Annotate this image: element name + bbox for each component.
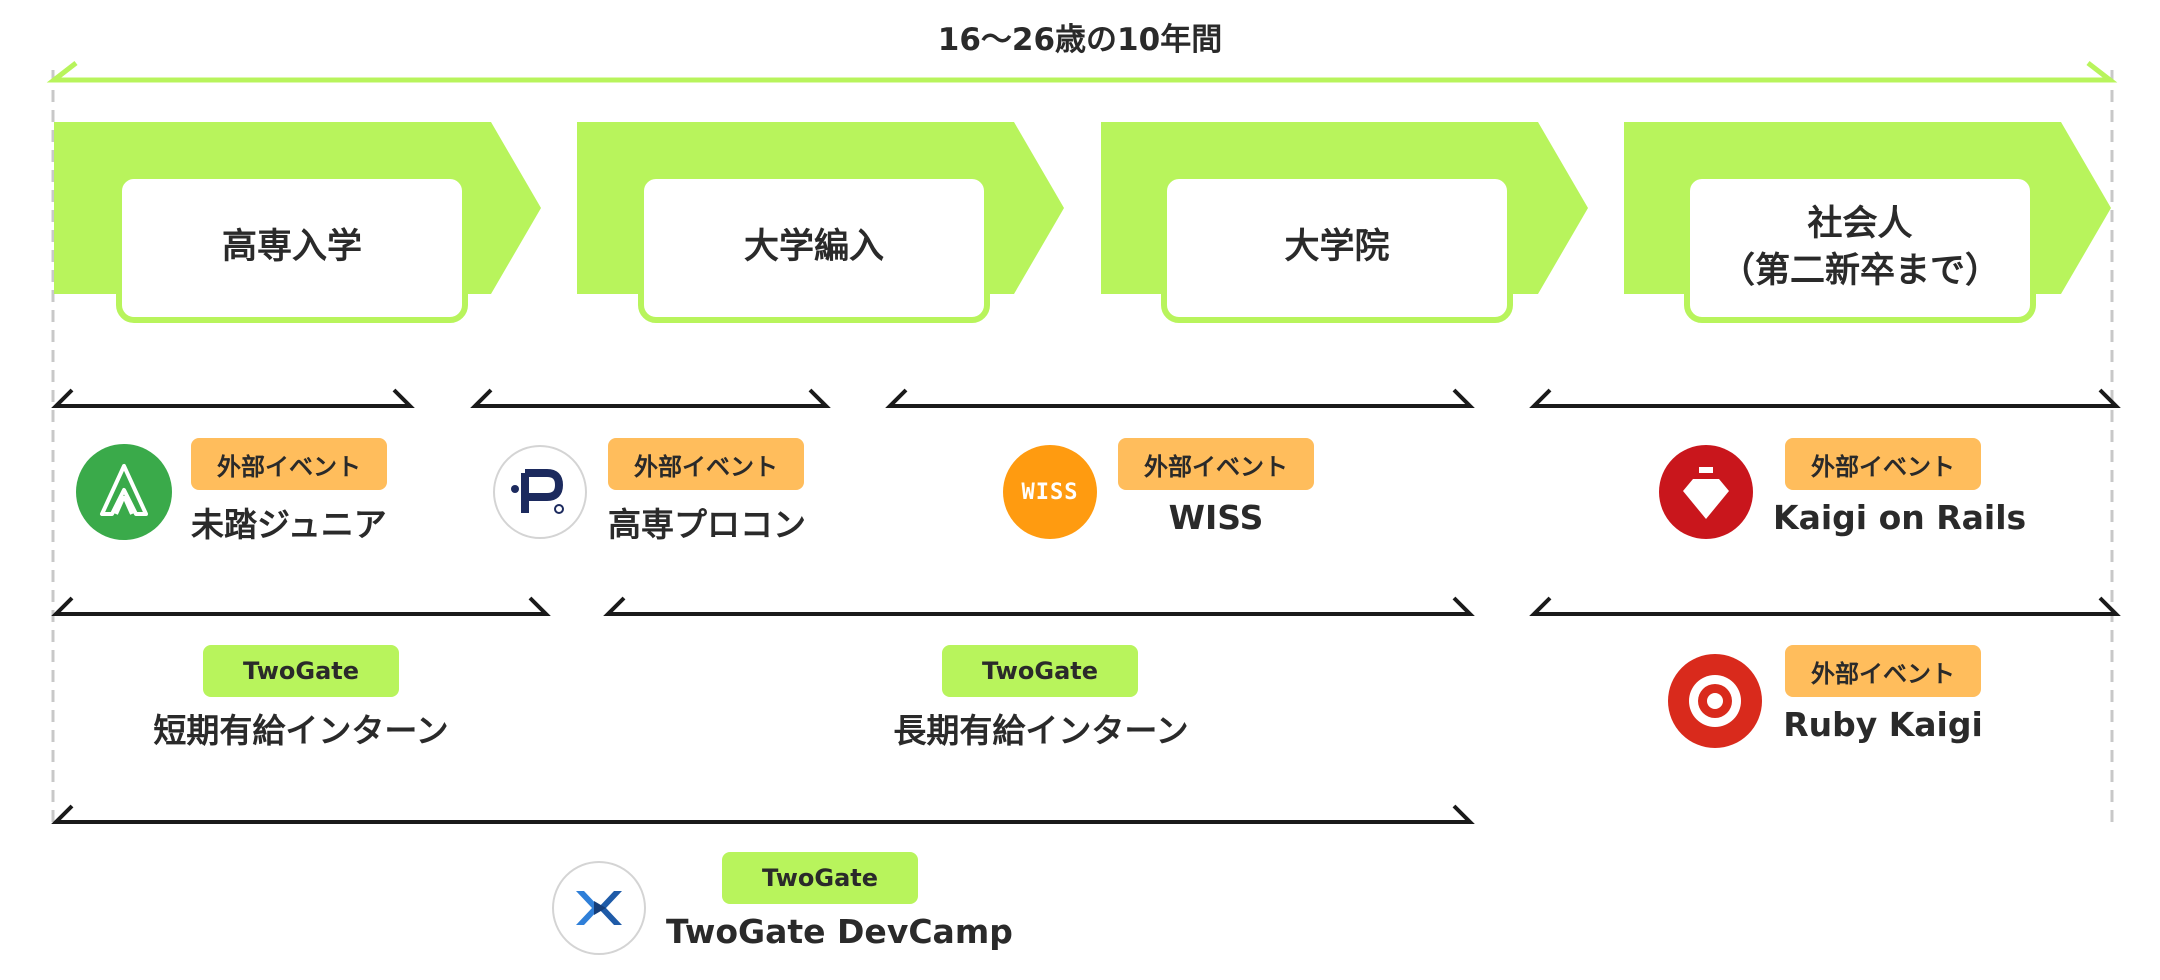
event-badge-external: 外部イベント bbox=[1785, 645, 1981, 697]
event-badge-external: 外部イベント bbox=[608, 438, 804, 490]
twogate-badge: TwoGate bbox=[942, 645, 1138, 697]
phase-university-transfer: 大学編入 bbox=[638, 173, 990, 323]
ruby-kaigi-logo-icon bbox=[1668, 654, 1762, 748]
event-badge-external: 外部イベント bbox=[191, 438, 387, 490]
phase-label: 大学院 bbox=[1284, 227, 1390, 268]
event-name-procon: 高専プロコン bbox=[608, 505, 806, 544]
devcamp-logo-icon bbox=[552, 861, 646, 955]
procon-logo-icon bbox=[493, 445, 587, 539]
span-arrow bbox=[46, 61, 2118, 83]
twogate-badge: TwoGate bbox=[203, 645, 399, 697]
phase-label: 大学編入 bbox=[743, 227, 884, 268]
wiss-logo-text: WISS bbox=[1021, 479, 1079, 505]
duration-bracket bbox=[1529, 596, 2121, 616]
event-badge-external: 外部イベント bbox=[1785, 438, 1981, 490]
kaigi-on-rails-logo-icon bbox=[1659, 445, 1753, 539]
phase-box bbox=[116, 173, 468, 323]
phase-label: 高専入学 bbox=[221, 227, 362, 268]
event-name-wiss: WISS bbox=[1168, 498, 1264, 537]
duration-bracket bbox=[51, 388, 415, 408]
event-name-devcamp: TwoGate DevCamp bbox=[666, 912, 1013, 951]
phase-graduate-school: 大学院 bbox=[1161, 173, 1513, 323]
event-badge-external: 外部イベント bbox=[1118, 438, 1314, 490]
twogate-badge: TwoGate bbox=[722, 852, 918, 904]
wiss-logo-icon: WISS bbox=[1003, 445, 1097, 539]
duration-bracket bbox=[885, 388, 1475, 408]
phase-box bbox=[638, 173, 990, 323]
long-internship-name: 長期有給インターン bbox=[893, 711, 1189, 750]
duration-bracket bbox=[51, 596, 551, 616]
duration-bracket bbox=[470, 388, 831, 408]
phase-kosen-entry: 高専入学 bbox=[116, 173, 468, 323]
event-name-ruby-kaigi: Ruby Kaigi bbox=[1783, 705, 1983, 744]
phase-label: 社会人 （第二新卒まで） bbox=[1719, 203, 2000, 291]
timeline-title: 16〜26歳の10年間 bbox=[937, 22, 1223, 58]
phase-box bbox=[1161, 173, 1513, 323]
short-internship-name: 短期有給インターン bbox=[153, 711, 449, 750]
mitou-junior-logo-icon bbox=[76, 444, 172, 540]
event-name-kaigi-on-rails: Kaigi on Rails bbox=[1773, 498, 2027, 537]
duration-bracket bbox=[1529, 388, 2121, 408]
duration-bracket bbox=[603, 596, 1475, 616]
phase-working-adult: 社会人 （第二新卒まで） bbox=[1684, 173, 2036, 323]
phase-box bbox=[1684, 173, 2036, 323]
duration-bracket bbox=[51, 804, 1475, 824]
event-name-mitou-junior: 未踏ジュニア bbox=[191, 505, 387, 544]
